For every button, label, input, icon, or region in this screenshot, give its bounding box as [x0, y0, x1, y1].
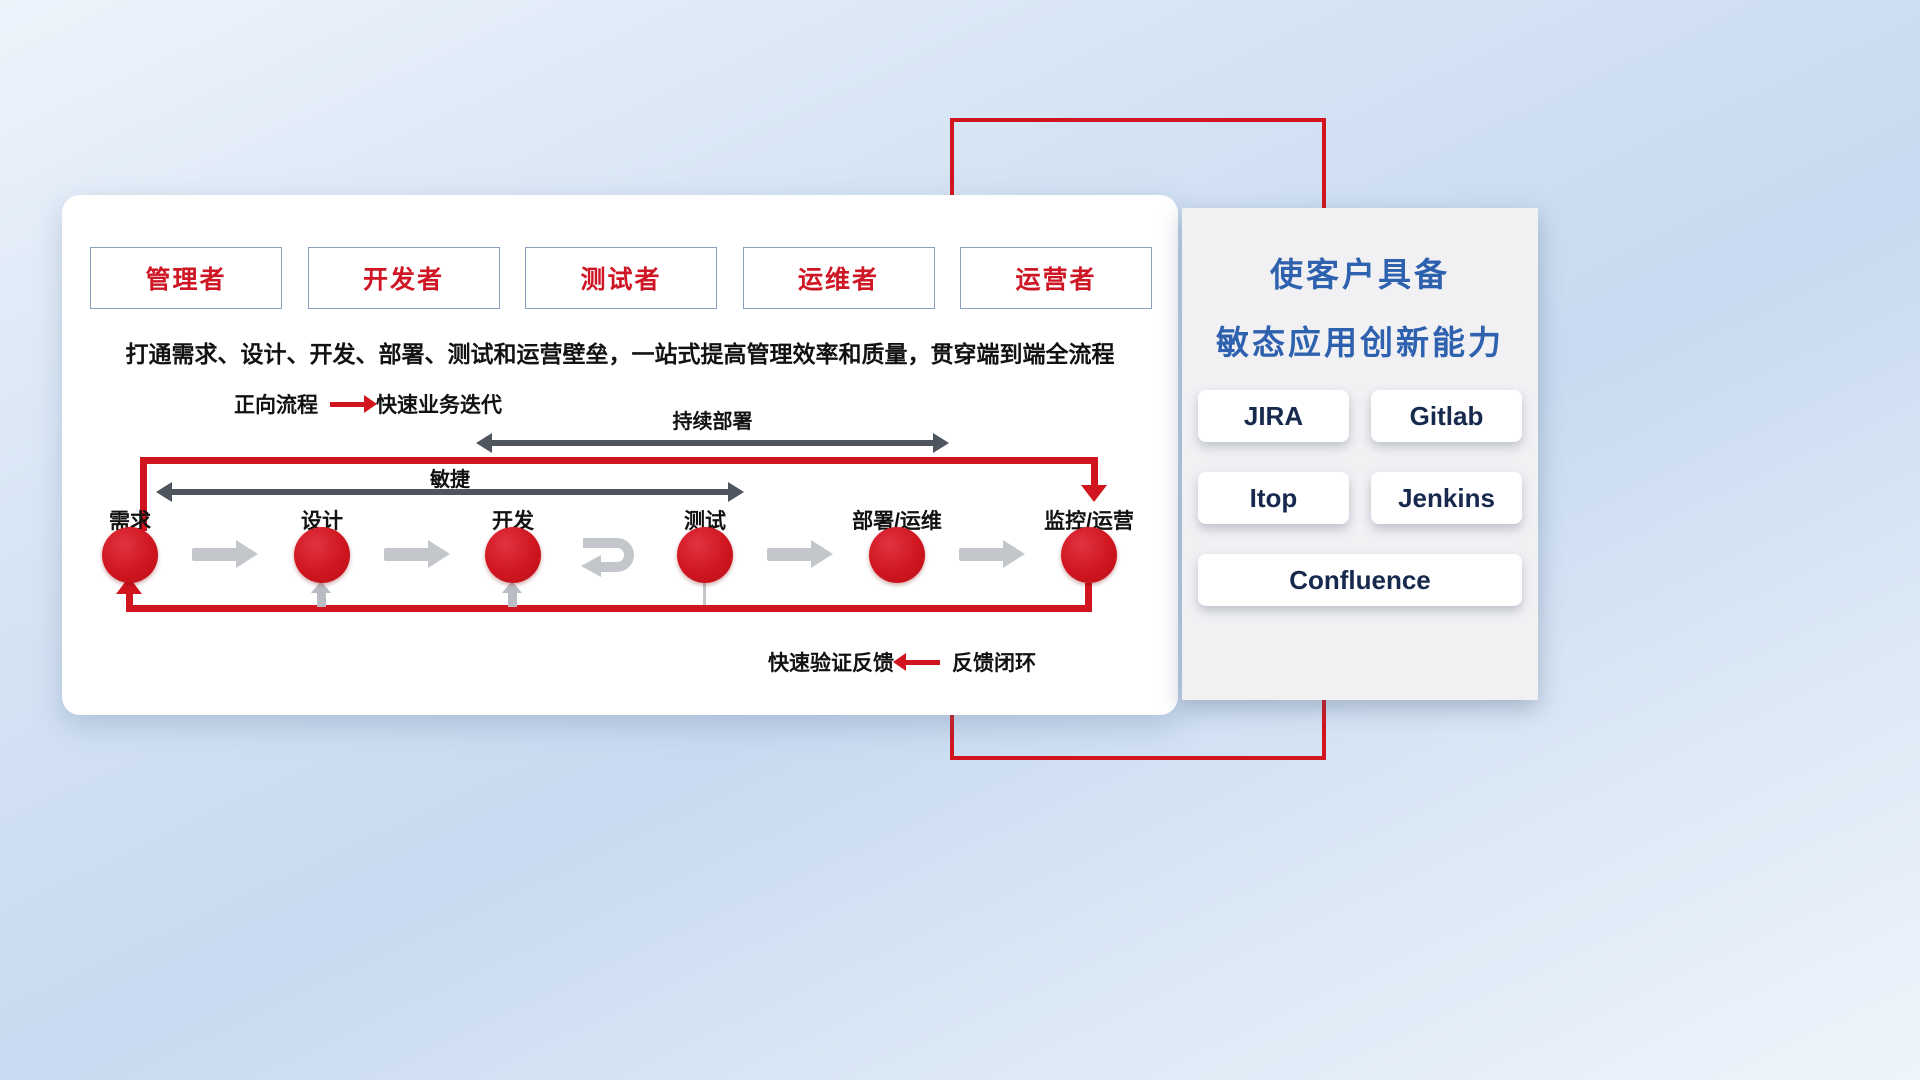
role-label: 开发者 — [362, 266, 444, 294]
role-box-ops: 运维者 — [742, 247, 935, 309]
stage-label-development: 开发 — [492, 510, 534, 533]
capability-title-line1: 使客户具备 — [1270, 256, 1450, 293]
node-deploy-ops — [869, 527, 925, 583]
agile-span-arrow-icon — [156, 482, 744, 502]
capability-panel: 使客户具备 敏态应用创新能力 JIRA Gitlab Itop Jenkins … — [1182, 208, 1538, 700]
forward-arrow-icon — [330, 395, 377, 413]
stage-label-testing: 测试 — [684, 510, 726, 533]
tool-chip-gitlab: Gitlab — [1371, 390, 1522, 442]
flow-arrow-icon — [192, 540, 258, 568]
red-forward-loop-left-rise — [140, 457, 147, 531]
forward-flow-label: 正向流程 — [234, 394, 318, 417]
role-box-developer: 开发者 — [307, 247, 500, 309]
node-testing — [677, 527, 733, 583]
role-label: 运营者 — [1015, 266, 1097, 294]
stage-label-monitor-operate: 监控/运营 — [1044, 510, 1134, 533]
roles-row: 管理者 开发者 测试者 运维者 运营者 — [90, 247, 1152, 309]
tool-chip-confluence: Confluence — [1198, 554, 1522, 606]
red-forward-loop-right-drop — [1091, 457, 1098, 487]
red-feedback-loop-right-drop — [1085, 583, 1092, 609]
iteration-loop-icon — [569, 529, 649, 577]
role-box-manager: 管理者 — [90, 247, 282, 309]
tool-chip-itop: Itop — [1198, 472, 1349, 524]
stage-label-design: 设计 — [301, 510, 343, 533]
red-feedback-loop-left-rise — [126, 593, 133, 609]
flow-arrow-icon — [767, 540, 833, 568]
devops-flow-panel: 管理者 开发者 测试者 运维者 运营者 打通需求、设计、开发、部署、测试和运营壁… — [62, 195, 1178, 715]
feedback-feeder-development — [508, 593, 517, 607]
feedback-arrow-icon — [893, 653, 940, 671]
tool-chip-jenkins: Jenkins — [1371, 472, 1522, 524]
forward-flow-value: 快速业务迭代 — [376, 394, 502, 417]
red-forward-loop-top-line — [140, 457, 1098, 464]
continuous-deployment-span-arrow-icon — [476, 433, 949, 453]
node-requirements — [102, 527, 158, 583]
role-box-operator: 运营者 — [960, 247, 1152, 309]
red-forward-arrowhead-icon — [1081, 485, 1107, 502]
capability-title-line2: 敏态应用创新能力 — [1216, 324, 1504, 361]
flow-arrow-icon — [959, 540, 1025, 568]
role-label: 管理者 — [145, 266, 227, 294]
testing-feedback-connector — [703, 583, 706, 609]
role-label: 运维者 — [797, 266, 879, 294]
tool-chip-jira: JIRA — [1198, 390, 1349, 442]
continuous-deployment-label: 持续部署 — [672, 411, 753, 433]
stage-label-requirements: 需求 — [109, 510, 151, 533]
feedback-value: 反馈闭环 — [952, 652, 1036, 675]
role-label: 测试者 — [580, 266, 662, 294]
feedback-label: 快速验证反馈 — [768, 652, 894, 675]
feedback-feeder-design-arrowhead-icon — [311, 581, 331, 593]
feedback-feeder-design — [317, 593, 326, 607]
node-development — [485, 527, 541, 583]
node-monitor-operate — [1061, 527, 1117, 583]
panel-description: 打通需求、设计、开发、部署、测试和运营壁垒，一站式提高管理效率和质量，贯穿端到端… — [125, 341, 1115, 367]
feedback-feeder-development-arrowhead-icon — [502, 581, 522, 593]
feedback-legend: 快速验证反馈 反馈闭环 — [768, 647, 1036, 677]
role-box-tester: 测试者 — [525, 247, 717, 309]
stage-label-deploy-ops: 部署/运维 — [852, 510, 942, 533]
forward-flow-legend: 正向流程 快速业务迭代 — [234, 389, 502, 419]
tool-chips-grid: JIRA Gitlab Itop Jenkins Confluence — [1198, 390, 1522, 606]
node-design — [294, 527, 350, 583]
flow-arrow-icon — [384, 540, 450, 568]
agile-label: 敏捷 — [430, 469, 470, 491]
red-feedback-loop-bottom-line — [126, 605, 1092, 612]
